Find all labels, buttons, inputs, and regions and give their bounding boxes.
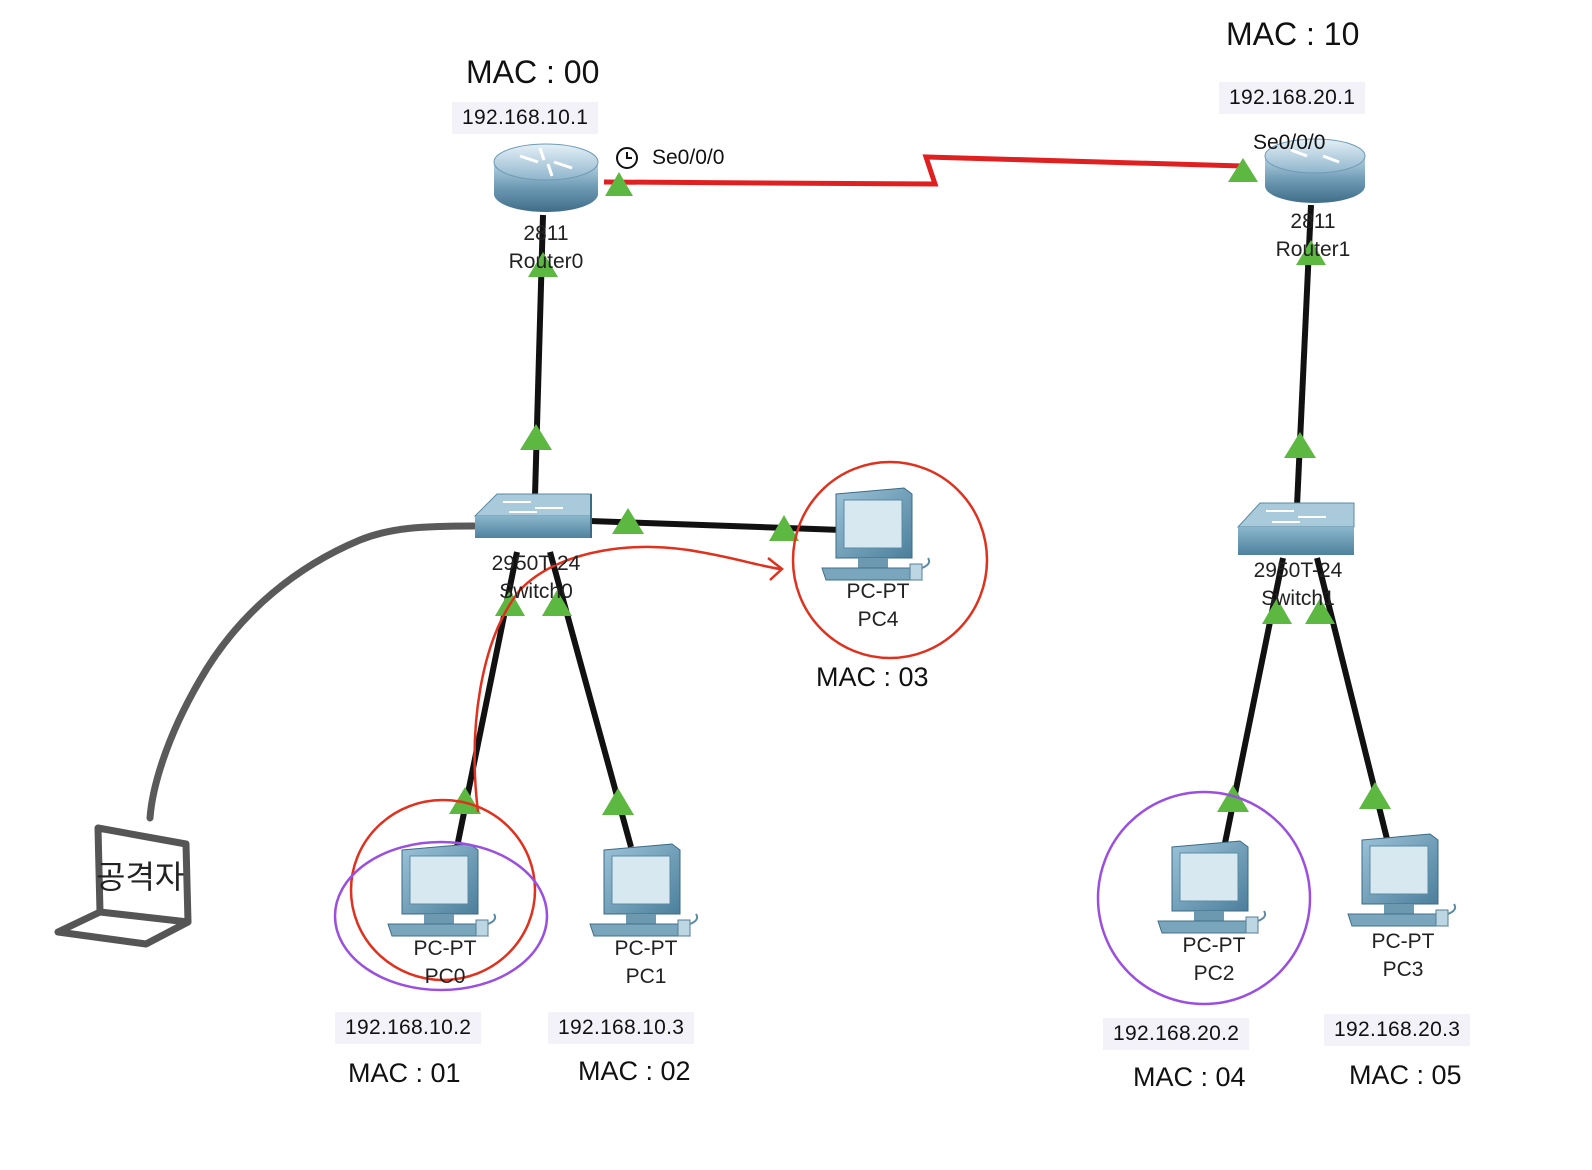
pc0-label: PC-PT PC0 [385,935,505,991]
pc0-mac: MAC : 01 [348,1058,461,1088]
port-status-icon [1359,782,1391,809]
pc0-ip: 192.168.10.2 [335,1012,482,1044]
pc1-mac: MAC : 02 [578,1056,691,1086]
attacker-laptop-icon [54,824,192,948]
pc4-highlight-circle [791,460,989,660]
switch0-icon[interactable] [473,493,592,538]
port-status-icon [602,788,634,815]
router0-model: 2811 [523,222,569,245]
port-status-icon [520,424,552,450]
pc4-type: PC-PT [846,580,910,603]
port-status-icon [769,515,799,541]
pc4-name: PC4 [857,608,899,631]
pc0-highlight-circle-red [349,798,537,982]
pc3-label: PC-PT PC3 [1343,928,1463,984]
pc4-mac: MAC : 03 [816,662,929,692]
router1-icon[interactable] [1264,138,1366,203]
pc1-name: PC1 [625,965,667,988]
port-status-icon [1305,598,1335,624]
pc1-ip: 192.168.10.3 [548,1012,695,1044]
serial-link[interactable] [603,154,1243,187]
router1-model: 2811 [1290,210,1336,233]
port-status-icon [1296,240,1326,265]
pc0-type: PC-PT [413,937,477,960]
pc3-mac: MAC : 05 [1349,1060,1462,1090]
pc4-label: PC-PT PC4 [818,578,938,634]
switch0-name: Switch0 [499,580,573,603]
pc3-type: PC-PT [1371,930,1435,953]
attacker-cable [146,522,478,822]
pc2-ip: 192.168.20.2 [1103,1018,1250,1050]
router1-label: 2811 Router1 [1253,208,1373,264]
arrow-head-icon [767,557,784,581]
pc2-type: PC-PT [1182,934,1246,957]
pc1-type: PC-PT [614,937,678,960]
port-status-icon [612,508,644,534]
pc2-name: PC2 [1193,962,1235,985]
router0-mac: MAC : 00 [466,54,600,90]
switch1-model: 2950T-24 [1253,559,1343,582]
pc2-icon[interactable] [1157,840,1267,934]
pc4-icon[interactable] [821,487,931,581]
port-status-icon [1228,158,1258,182]
pc2-label: PC-PT PC2 [1154,932,1274,988]
port-status-icon [528,252,558,277]
pc3-icon[interactable] [1347,833,1457,927]
attacker-label: 공격자 [96,858,185,896]
pc0-highlight-circle-purple [333,840,549,992]
traffic-arrow [473,545,781,813]
pc1-label: PC-PT PC1 [586,935,706,991]
router1-mac: MAC : 10 [1226,16,1360,52]
pc2-mac: MAC : 04 [1133,1062,1246,1092]
switch0-model: 2950T-24 [491,552,581,575]
router1-port-label: Se0/0/0 [1253,131,1326,154]
router0-label: 2811 Router0 [486,220,606,276]
pc2-highlight-circle-purple [1096,790,1312,1006]
clock-icon [616,147,638,169]
pc3-ip: 192.168.20.3 [1324,1014,1471,1046]
switch1-icon[interactable] [1236,502,1355,555]
pc1-icon[interactable] [589,843,699,937]
switch0-label: 2950T-24 Switch0 [466,550,606,606]
router0-name: Router0 [508,250,584,273]
port-status-icon [1284,432,1316,458]
switch1-label: 2950T-24 Switch1 [1228,557,1368,613]
router0-ip: 192.168.10.1 [452,102,599,134]
pc3-name: PC3 [1382,958,1424,981]
switch1-name: Switch1 [1261,587,1335,610]
router0-icon[interactable] [493,143,599,212]
port-status-icon [605,172,633,196]
router1-name: Router1 [1275,238,1351,261]
pc0-icon[interactable] [387,843,497,937]
pc0-name: PC0 [424,965,466,988]
port-status-icon [1262,598,1292,624]
router1-ip: 192.168.20.1 [1219,82,1366,114]
port-status-icon [542,590,572,616]
port-status-icon [1217,785,1249,812]
router0-port-label: Se0/0/0 [652,146,725,169]
port-status-icon [449,787,481,814]
